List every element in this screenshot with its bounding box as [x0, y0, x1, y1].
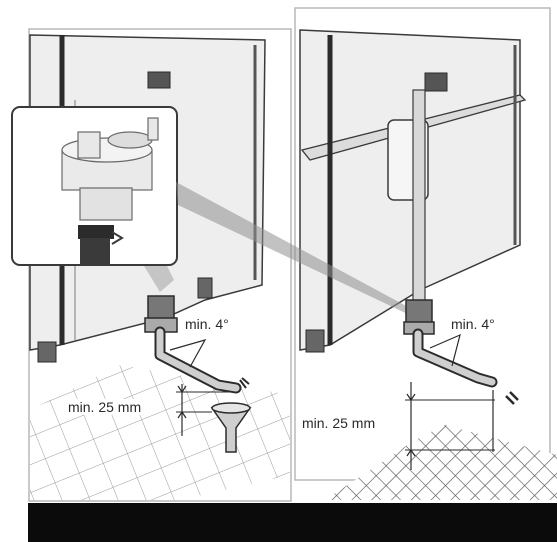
zoom-connector-detail	[61, 117, 159, 264]
right-foot	[305, 329, 325, 353]
right-hinge-top	[424, 72, 448, 92]
right-floor	[325, 425, 557, 500]
right-panel	[176, 7, 557, 500]
right-drain-hose-inner	[414, 330, 496, 386]
right-angle-marker	[429, 333, 461, 367]
bottom-bar	[28, 503, 557, 542]
left-floor	[30, 365, 290, 500]
right-height-label: min. 25 mm	[300, 415, 378, 431]
left-funnel-rim	[211, 402, 251, 414]
right-height-arrowheads	[406, 393, 416, 457]
left-height-arrowheads	[177, 385, 187, 419]
left-angle-marker	[169, 339, 207, 368]
right-zoom-beam	[176, 182, 416, 318]
left-foot	[37, 341, 57, 363]
left-foot-2	[197, 277, 213, 299]
left-hinge-top	[147, 71, 171, 89]
right-drain-pipe	[412, 89, 426, 316]
left-drain-hose-inner	[156, 328, 240, 392]
left-drip-icon	[239, 377, 250, 389]
right-drip-icon	[505, 391, 519, 405]
left-height-label: min. 25 mm	[66, 399, 144, 415]
right-angle-label: min. 4°	[449, 316, 497, 332]
left-angle-label: min. 4°	[183, 316, 231, 332]
left-panel	[11, 28, 292, 502]
